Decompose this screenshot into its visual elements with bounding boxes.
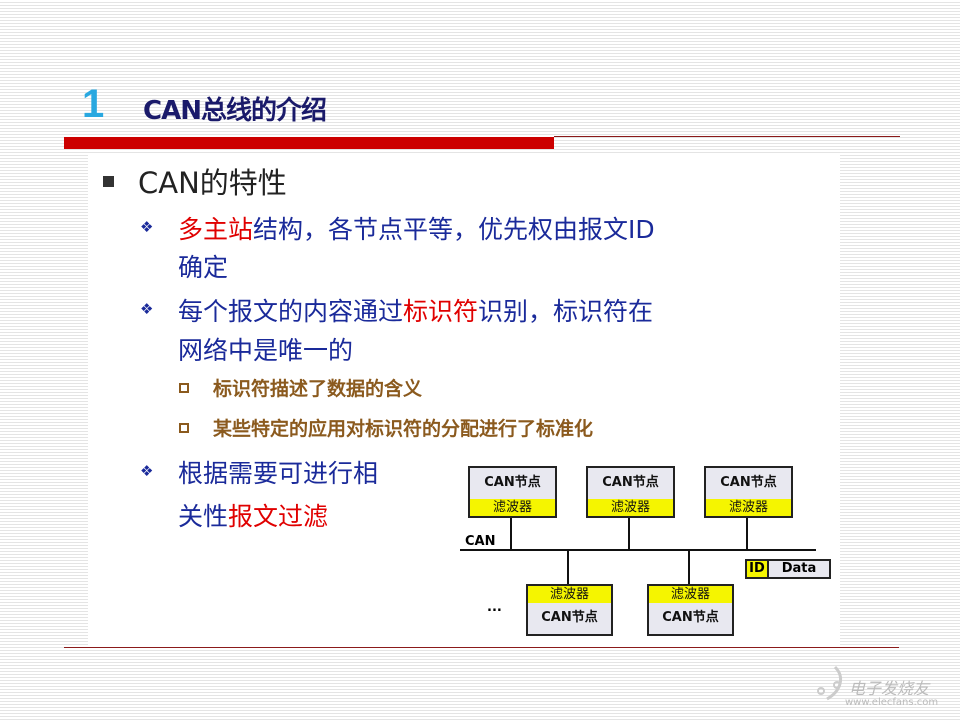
item-2: 每个报文的内容通过标识符识别，标识符在 [178, 297, 654, 326]
diamond-bullet-icon: ❖ [140, 300, 154, 318]
slide-title: CAN总线的介绍 [143, 96, 327, 126]
item-3: 根据需要可进行相 [178, 459, 379, 488]
diamond-bullet-icon: ❖ [140, 218, 154, 236]
square-bullet-icon [103, 176, 114, 187]
diamond-bullet-icon: ❖ [140, 462, 154, 480]
subitem-1: 标识符描述了数据的含义 [213, 378, 423, 400]
watermark-logo-icon [817, 665, 843, 701]
title-red-bar [64, 137, 554, 149]
checkbox-bullet-icon [179, 383, 189, 393]
message-frame: ID Data [745, 559, 831, 579]
title-divider [554, 136, 900, 137]
item-2-cont: 网络中是唯一的 [178, 336, 354, 365]
item-1: 多主站结构，各节点平等，优先权由报文ID [178, 215, 655, 244]
can-node-top-3: CAN节点滤波器 [704, 466, 793, 518]
heading-can-features: CAN的特性 [138, 166, 287, 200]
can-node-top-2: CAN节点滤波器 [586, 466, 675, 518]
ellipsis: ... [487, 600, 502, 615]
item-1-cont: 确定 [178, 253, 229, 282]
section-number: 1 [82, 82, 105, 126]
footer-divider [64, 647, 899, 648]
item-3-cont: 关性报文过滤 [178, 502, 329, 531]
bus-label: CAN [465, 534, 496, 549]
checkbox-bullet-icon [179, 423, 189, 433]
subitem-2: 某些特定的应用对标识符的分配进行了标准化 [213, 418, 594, 440]
can-bus-line [460, 549, 816, 551]
can-node-top-1: CAN节点滤波器 [468, 466, 557, 518]
content-area [88, 155, 840, 645]
